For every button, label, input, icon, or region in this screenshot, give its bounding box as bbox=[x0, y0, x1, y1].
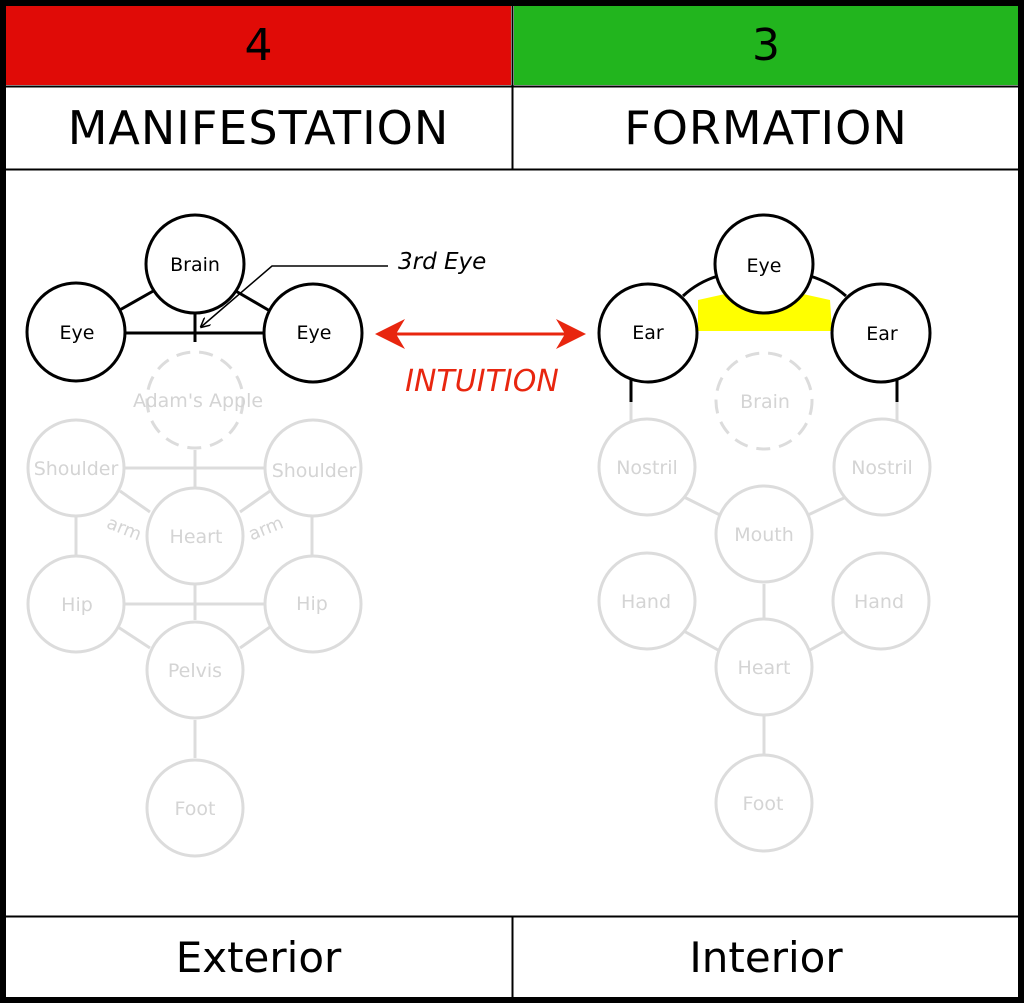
node-mouth bbox=[714, 484, 814, 584]
third-eye-callout: 3rd Eye bbox=[201, 249, 486, 327]
label-hip-right: Hip bbox=[296, 593, 328, 615]
label-mouth: Mouth bbox=[734, 524, 794, 546]
left-figure: Adam's Apple Shoulder Shoulder Heart Hip… bbox=[25, 213, 486, 858]
right-active-connectors bbox=[629, 274, 899, 402]
node-foot-left bbox=[145, 758, 245, 858]
node-heart-left bbox=[145, 486, 245, 586]
label-eye-left: Eye bbox=[60, 322, 95, 344]
node-adams-apple bbox=[145, 350, 245, 450]
label-third-eye: 3rd Eye bbox=[398, 249, 486, 275]
label-arm-left: arm bbox=[104, 512, 145, 545]
node-nostril-right bbox=[832, 417, 932, 517]
node-nostril-left bbox=[597, 417, 697, 517]
node-shoulder-left bbox=[26, 418, 126, 518]
right-figure: Brain Nostril Nostril Mouth Hand Hand He… bbox=[597, 213, 932, 853]
label-eye-top: Eye bbox=[747, 255, 782, 277]
right-faded-nodes bbox=[597, 351, 932, 853]
label-ear-right: Ear bbox=[866, 323, 898, 345]
label-nostril-left: Nostril bbox=[616, 457, 678, 479]
node-eye-top bbox=[713, 213, 815, 315]
node-hip-right bbox=[263, 554, 363, 654]
label-shoulder-right: Shoulder bbox=[272, 460, 357, 482]
intuition-label: INTUITION bbox=[405, 364, 559, 399]
label-brain-left: Brain bbox=[170, 254, 220, 276]
label-hip-left: Hip bbox=[61, 594, 93, 616]
node-brain-right bbox=[714, 351, 814, 451]
node-hand-left bbox=[597, 551, 697, 651]
label-eye-right: Eye bbox=[297, 322, 332, 344]
label-hand-left: Hand bbox=[621, 591, 671, 613]
eye-ear-highlight bbox=[698, 292, 832, 331]
right-title: FORMATION bbox=[624, 101, 908, 155]
label-heart-left: Heart bbox=[170, 526, 223, 548]
label-adams-apple: Adam's Apple bbox=[133, 390, 263, 412]
right-number: 3 bbox=[752, 20, 780, 71]
left-title-cell: MANIFESTATION bbox=[6, 88, 511, 168]
node-foot-right bbox=[714, 753, 814, 853]
label-heart-right: Heart bbox=[738, 657, 791, 679]
intuition-link: INTUITION bbox=[375, 319, 586, 399]
left-faded-labels: Adam's Apple Shoulder Shoulder Heart Hip… bbox=[34, 390, 357, 820]
left-active-labels: Brain Eye Eye bbox=[60, 254, 332, 344]
label-ear-left: Ear bbox=[632, 322, 664, 344]
node-pelvis bbox=[145, 620, 245, 720]
left-number: 4 bbox=[244, 20, 273, 71]
right-title-cell: FORMATION bbox=[514, 88, 1018, 168]
left-active-connectors bbox=[117, 288, 271, 342]
label-nostril-right: Nostril bbox=[851, 457, 913, 479]
right-active-labels: Eye Ear Ear bbox=[632, 255, 898, 345]
node-eye-left bbox=[25, 281, 127, 383]
right-faded-connectors bbox=[629, 400, 899, 754]
left-faded-nodes bbox=[26, 350, 363, 858]
right-footer: Interior bbox=[689, 933, 843, 982]
node-brain-left bbox=[144, 213, 246, 315]
left-number-cell: 4 bbox=[6, 6, 511, 85]
label-arm-right: arm bbox=[245, 512, 286, 545]
label-shoulder-left: Shoulder bbox=[34, 458, 119, 480]
node-ear-right bbox=[830, 282, 932, 384]
right-number-cell: 3 bbox=[514, 6, 1018, 85]
node-hip-left bbox=[26, 554, 126, 654]
node-shoulder-right bbox=[263, 418, 363, 518]
left-title: MANIFESTATION bbox=[67, 101, 450, 155]
label-foot-right: Foot bbox=[743, 793, 784, 815]
right-footer-cell: Interior bbox=[514, 918, 1018, 997]
left-footer: Exterior bbox=[175, 933, 342, 982]
left-footer-cell: Exterior bbox=[6, 918, 511, 997]
label-pelvis: Pelvis bbox=[168, 660, 222, 682]
label-hand-right: Hand bbox=[854, 591, 904, 613]
node-hand-right bbox=[831, 551, 931, 651]
node-eye-right bbox=[262, 282, 364, 384]
right-faded-labels: Brain Nostril Nostril Mouth Hand Hand He… bbox=[616, 391, 913, 815]
left-faded-connectors bbox=[74, 450, 314, 758]
node-heart-right bbox=[714, 617, 814, 717]
label-brain-right: Brain bbox=[740, 391, 790, 413]
label-foot-left: Foot bbox=[175, 798, 216, 820]
right-active-nodes bbox=[597, 213, 932, 384]
node-ear-left bbox=[597, 282, 699, 384]
left-active-nodes bbox=[25, 213, 364, 384]
